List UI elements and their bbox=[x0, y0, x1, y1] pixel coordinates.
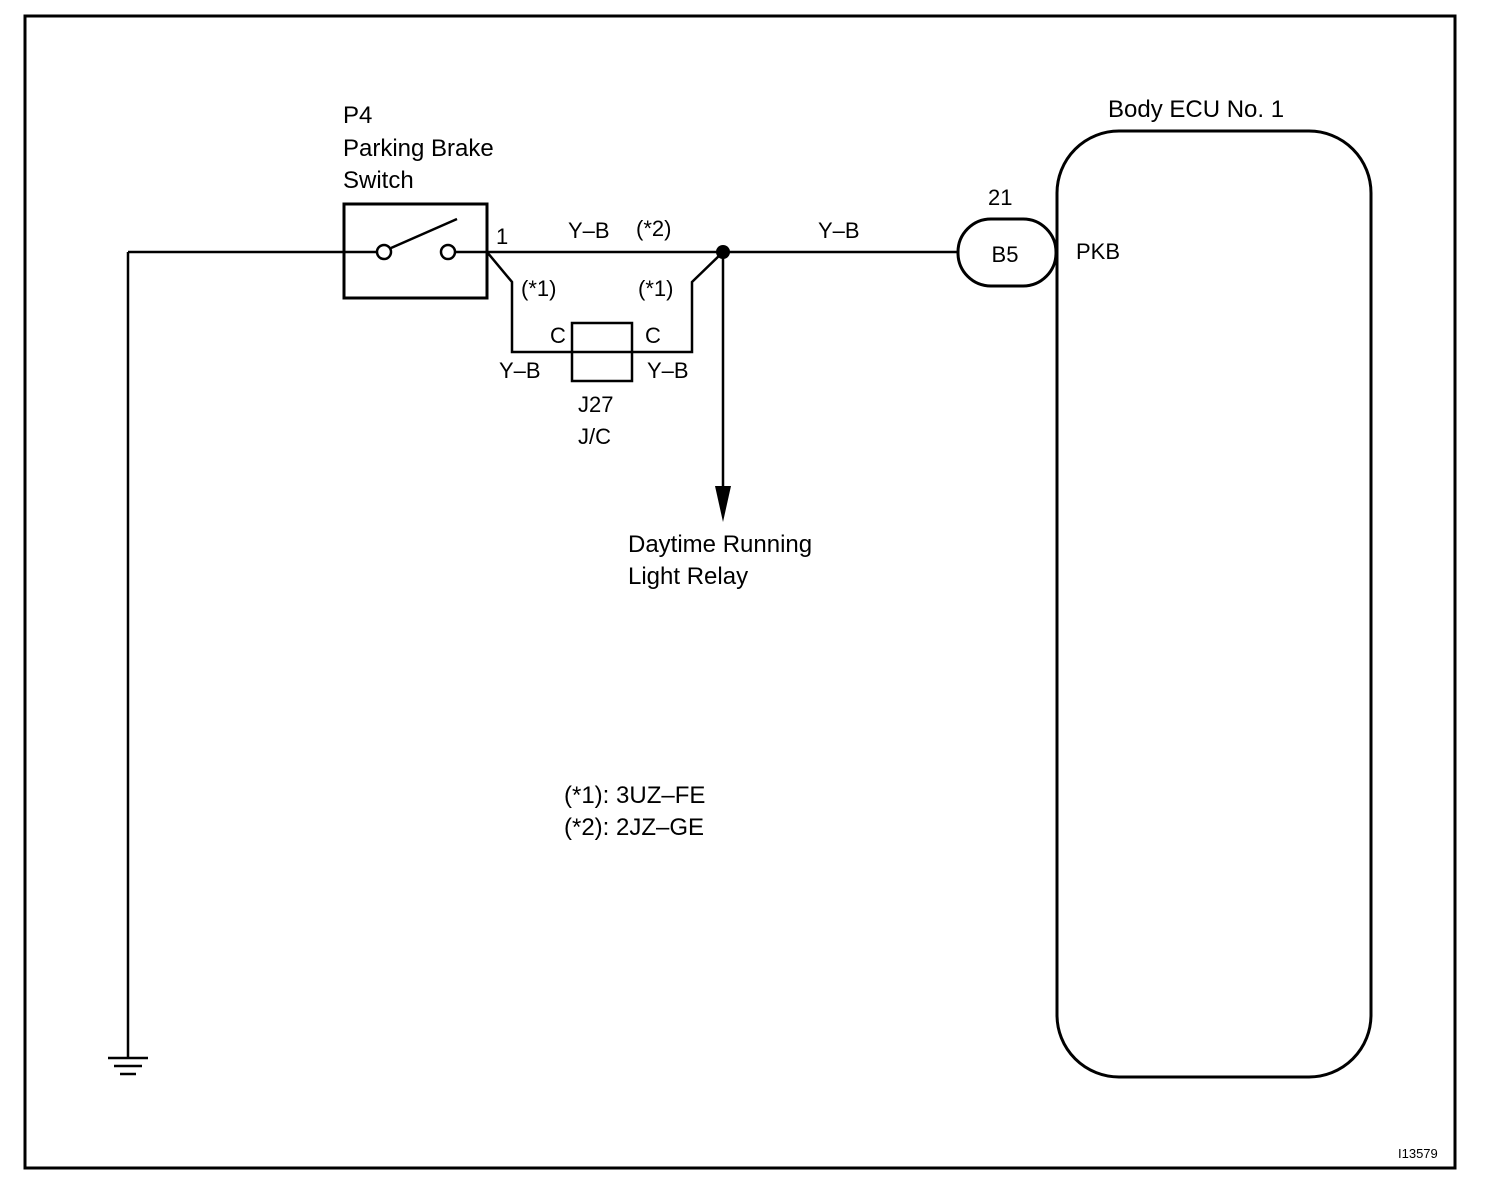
switch-pin: 1 bbox=[496, 224, 508, 249]
junction-pin-left: C bbox=[550, 323, 566, 348]
junction-type: J/C bbox=[578, 424, 611, 449]
ecu-terminal: PKB bbox=[1076, 239, 1120, 264]
ecu-pin-number: 21 bbox=[988, 185, 1012, 210]
note-1: (*1): 3UZ–FE bbox=[564, 782, 705, 809]
switch-name-line1: Parking Brake bbox=[343, 135, 494, 162]
ecu-name: Body ECU No. 1 bbox=[1108, 96, 1284, 123]
main-wire-note: (*2) bbox=[636, 216, 671, 241]
branch-left-color: Y–B bbox=[499, 358, 541, 383]
figure-id: I13579 bbox=[1398, 1146, 1438, 1161]
relay-label-line1: Daytime Running bbox=[628, 531, 812, 558]
junction-branch bbox=[486, 251, 724, 383]
branch-right-color: Y–B bbox=[647, 358, 689, 383]
ecu-wire-color: Y–B bbox=[818, 218, 860, 243]
switch-code: P4 bbox=[343, 102, 372, 129]
branch-left-note: (*1) bbox=[521, 276, 556, 301]
switch-name-line2: Switch bbox=[343, 167, 414, 194]
junction-code: J27 bbox=[578, 392, 613, 417]
ground-symbol bbox=[108, 1056, 148, 1076]
relay-label-line2: Light Relay bbox=[628, 563, 748, 590]
relay-arrow bbox=[715, 486, 731, 522]
parking-brake-switch bbox=[342, 202, 489, 300]
note-2: (*2): 2JZ–GE bbox=[564, 814, 704, 841]
connector-b5 bbox=[956, 217, 1058, 288]
main-wire-color: Y–B bbox=[568, 218, 610, 243]
branch-right-note: (*1) bbox=[638, 276, 673, 301]
diagram-border bbox=[23, 14, 1457, 1170]
body-ecu-box bbox=[1055, 129, 1373, 1079]
connector-code: B5 bbox=[992, 242, 1019, 267]
junction-pin-right: C bbox=[645, 323, 661, 348]
